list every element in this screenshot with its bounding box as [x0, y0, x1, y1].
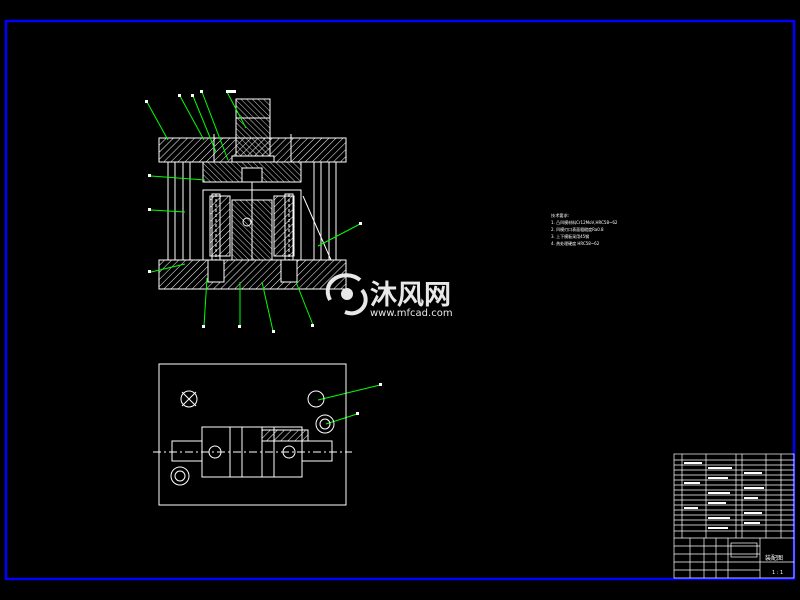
drawing-scale: 1 : 1 [772, 570, 783, 576]
title-block [673, 453, 795, 579]
watermark-url: www.mfcad.com [370, 308, 453, 319]
notes-line: 2. 凹模刃口表面粗糙度Ra0.8 [551, 226, 604, 232]
watermark-brand: 沐风网 [370, 280, 451, 311]
watermark: 沐风网 www.mfcad.com [325, 273, 453, 319]
technical-notes: 技术要求: 1. 凸凹模材料Cr12MoV,HRC58~62 2. 凹模刃口表面… [551, 212, 618, 246]
notes-line: 3. 上下模板采用45钢 [551, 233, 589, 239]
front-section-view [158, 98, 347, 290]
parts-list-text [684, 462, 764, 529]
watermark-logo-icon [325, 273, 368, 316]
notes-line: 4. 热处理硬度 HRC58~62 [551, 240, 600, 246]
drawing-name: 装配图 [765, 554, 783, 562]
parts-list-rows [674, 459, 794, 539]
plan-view [153, 363, 352, 506]
part-leader-lines [146, 91, 381, 425]
drawing-frame [4, 19, 796, 581]
notes-title: 技术要求: [551, 212, 569, 219]
leader-numbers [145, 90, 382, 415]
notes-line: 1. 凸凹模材料Cr12MoV,HRC58~62 [551, 219, 618, 225]
